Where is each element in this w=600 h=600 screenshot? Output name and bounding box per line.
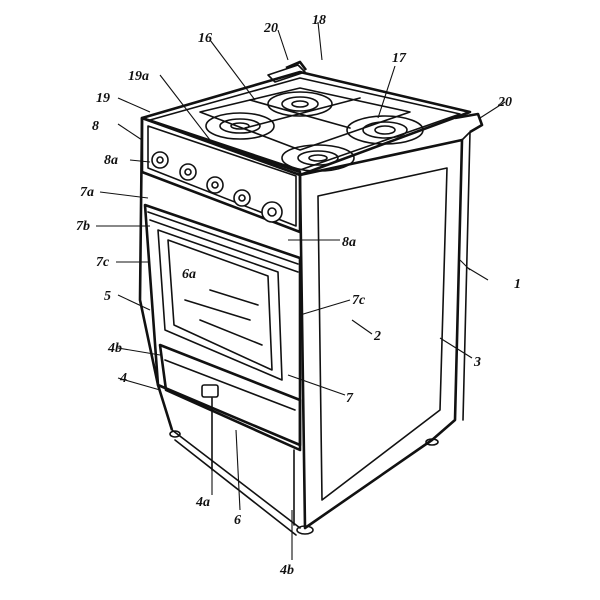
burner-left — [205, 112, 275, 140]
label-7: 7 — [346, 391, 354, 406]
label-8: 8 — [92, 119, 99, 134]
reference-labels: 1 2 3 4 4a 4b 4b 5 6 6a 7 7a 7b 7c 7c 8 … — [76, 13, 521, 578]
knob-1 — [151, 151, 169, 169]
burner-right — [346, 115, 424, 145]
label-4b-bottom: 4b — [279, 563, 294, 578]
label-1: 1 — [514, 277, 521, 292]
label-7b: 7b — [76, 219, 90, 234]
storage-drawer — [158, 343, 302, 526]
burner-rear — [267, 91, 333, 117]
label-3: 3 — [473, 355, 481, 370]
label-20-top: 20 — [263, 21, 278, 36]
knob-2 — [179, 163, 197, 181]
burner-front — [281, 144, 355, 172]
label-8a-left: 8a — [104, 153, 118, 168]
control-panel — [140, 116, 302, 234]
label-2: 2 — [373, 329, 381, 344]
cooktop — [140, 60, 484, 177]
label-5: 5 — [104, 289, 111, 304]
label-7a: 7a — [80, 185, 94, 200]
label-16: 16 — [198, 31, 212, 46]
label-7c-left: 7c — [96, 255, 110, 270]
leader-lines — [96, 21, 506, 560]
label-4b-left: 4b — [107, 341, 122, 356]
label-18: 18 — [312, 13, 326, 28]
label-17: 17 — [392, 51, 407, 66]
knob-5 — [261, 201, 283, 223]
label-4a: 4a — [195, 495, 210, 510]
label-6: 6 — [234, 513, 241, 528]
label-19a: 19a — [128, 69, 149, 84]
label-19: 19 — [96, 91, 110, 106]
label-4: 4 — [119, 371, 127, 386]
oven-door — [143, 203, 302, 447]
knob-3 — [206, 176, 224, 194]
label-8a-right: 8a — [342, 235, 356, 250]
knob-4 — [233, 189, 251, 207]
label-7c-door: 7c — [352, 293, 366, 308]
label-20-right: 20 — [497, 95, 512, 110]
cabinet-body — [138, 117, 471, 536]
label-6a: 6a — [182, 267, 196, 282]
